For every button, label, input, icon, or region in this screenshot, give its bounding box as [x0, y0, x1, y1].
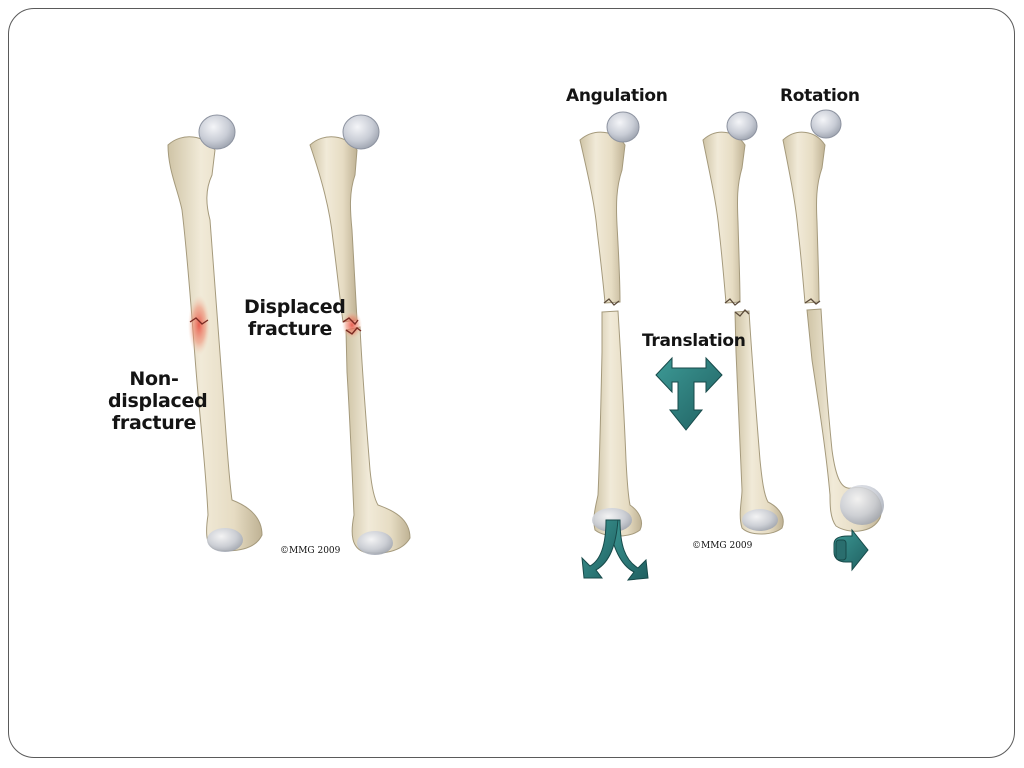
non-displaced-line-2: displaced	[108, 390, 208, 412]
femur-translation	[702, 111, 784, 535]
non-displaced-fracture-label: Non- displaced fracture	[108, 368, 208, 434]
femur-displaced	[309, 114, 411, 555]
displaced-fracture-label: Displaced fracture	[244, 296, 346, 340]
copyright-left: ©MMG 2009	[280, 546, 341, 556]
rotation-arrow-icon	[833, 528, 869, 572]
non-displaced-line-1: Non-	[129, 368, 179, 390]
slide-frame	[8, 8, 1015, 758]
translation-arrows-icon	[655, 356, 723, 431]
femur-rotation	[782, 109, 884, 532]
angulation-arrows-icon	[581, 519, 649, 581]
non-displaced-line-3: fracture	[111, 412, 197, 434]
angulation-label: Angulation	[566, 86, 668, 106]
copyright-right: ©MMG 2009	[692, 541, 753, 551]
translation-label: Translation	[642, 331, 746, 351]
femur-non-displaced	[167, 114, 263, 552]
femur-angulation	[579, 111, 643, 537]
rotation-label: Rotation	[780, 86, 860, 106]
displaced-line-1: Displaced	[244, 296, 346, 318]
displaced-line-2: fracture	[247, 318, 333, 340]
